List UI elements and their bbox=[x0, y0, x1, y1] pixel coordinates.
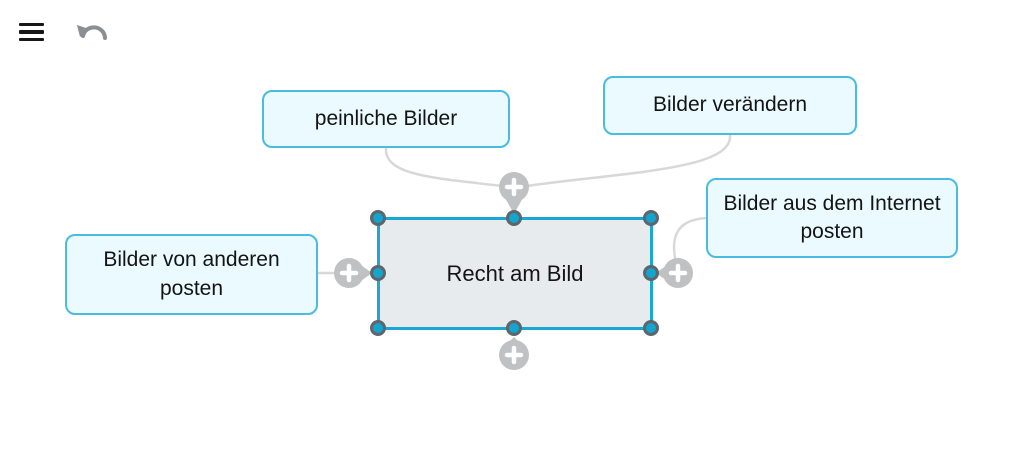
plus-icon bbox=[339, 263, 359, 283]
add-node-button-left[interactable] bbox=[334, 258, 372, 288]
add-node-button-top[interactable] bbox=[499, 172, 529, 214]
resize-handle-bottom-right[interactable] bbox=[643, 320, 659, 336]
node-label: Bilder aus dem Internet posten bbox=[723, 191, 941, 243]
node-label: Recht am Bild bbox=[446, 260, 584, 286]
connector-peinliche-bilder bbox=[384, 147, 503, 188]
resize-handle-top-left[interactable] bbox=[370, 210, 386, 226]
node-recht-am-bild[interactable]: Recht am Bild bbox=[377, 217, 653, 330]
resize-handle-middle-left[interactable] bbox=[370, 265, 386, 281]
hamburger-bar bbox=[19, 30, 44, 34]
node-label: Bilder verändern bbox=[652, 93, 808, 117]
hamburger-menu-icon[interactable] bbox=[19, 23, 44, 41]
resize-handle-bottom-center[interactable] bbox=[506, 320, 522, 336]
resize-handle-middle-right[interactable] bbox=[643, 265, 659, 281]
node-bilder-veraendern[interactable]: Bilder verändern bbox=[603, 76, 857, 135]
plus-icon bbox=[668, 263, 688, 283]
connector-bilder-veraendern bbox=[526, 134, 732, 188]
node-peinliche-bilder[interactable]: peinliche Bilder bbox=[262, 90, 510, 148]
add-node-button-bottom[interactable] bbox=[499, 337, 529, 370]
undo-arrow-icon bbox=[77, 25, 107, 40]
plus-icon bbox=[504, 345, 524, 365]
resize-handle-top-right[interactable] bbox=[643, 210, 659, 226]
hamburger-bar bbox=[19, 23, 44, 27]
hamburger-bar bbox=[19, 37, 44, 41]
node-label: peinliche Bilder bbox=[314, 106, 458, 130]
resize-handle-bottom-left[interactable] bbox=[370, 320, 386, 336]
resize-handle-top-center[interactable] bbox=[506, 210, 522, 226]
node-bilder-aus-dem-internet-posten[interactable]: Bilder aus dem Internet posten bbox=[706, 178, 958, 258]
node-bilder-von-anderen-posten[interactable]: Bilder von anderen posten bbox=[65, 234, 318, 315]
add-node-button-right[interactable] bbox=[656, 258, 693, 288]
undo-icon[interactable] bbox=[74, 21, 110, 45]
plus-icon bbox=[504, 177, 524, 197]
node-label: Bilder von anderen posten bbox=[103, 248, 280, 300]
